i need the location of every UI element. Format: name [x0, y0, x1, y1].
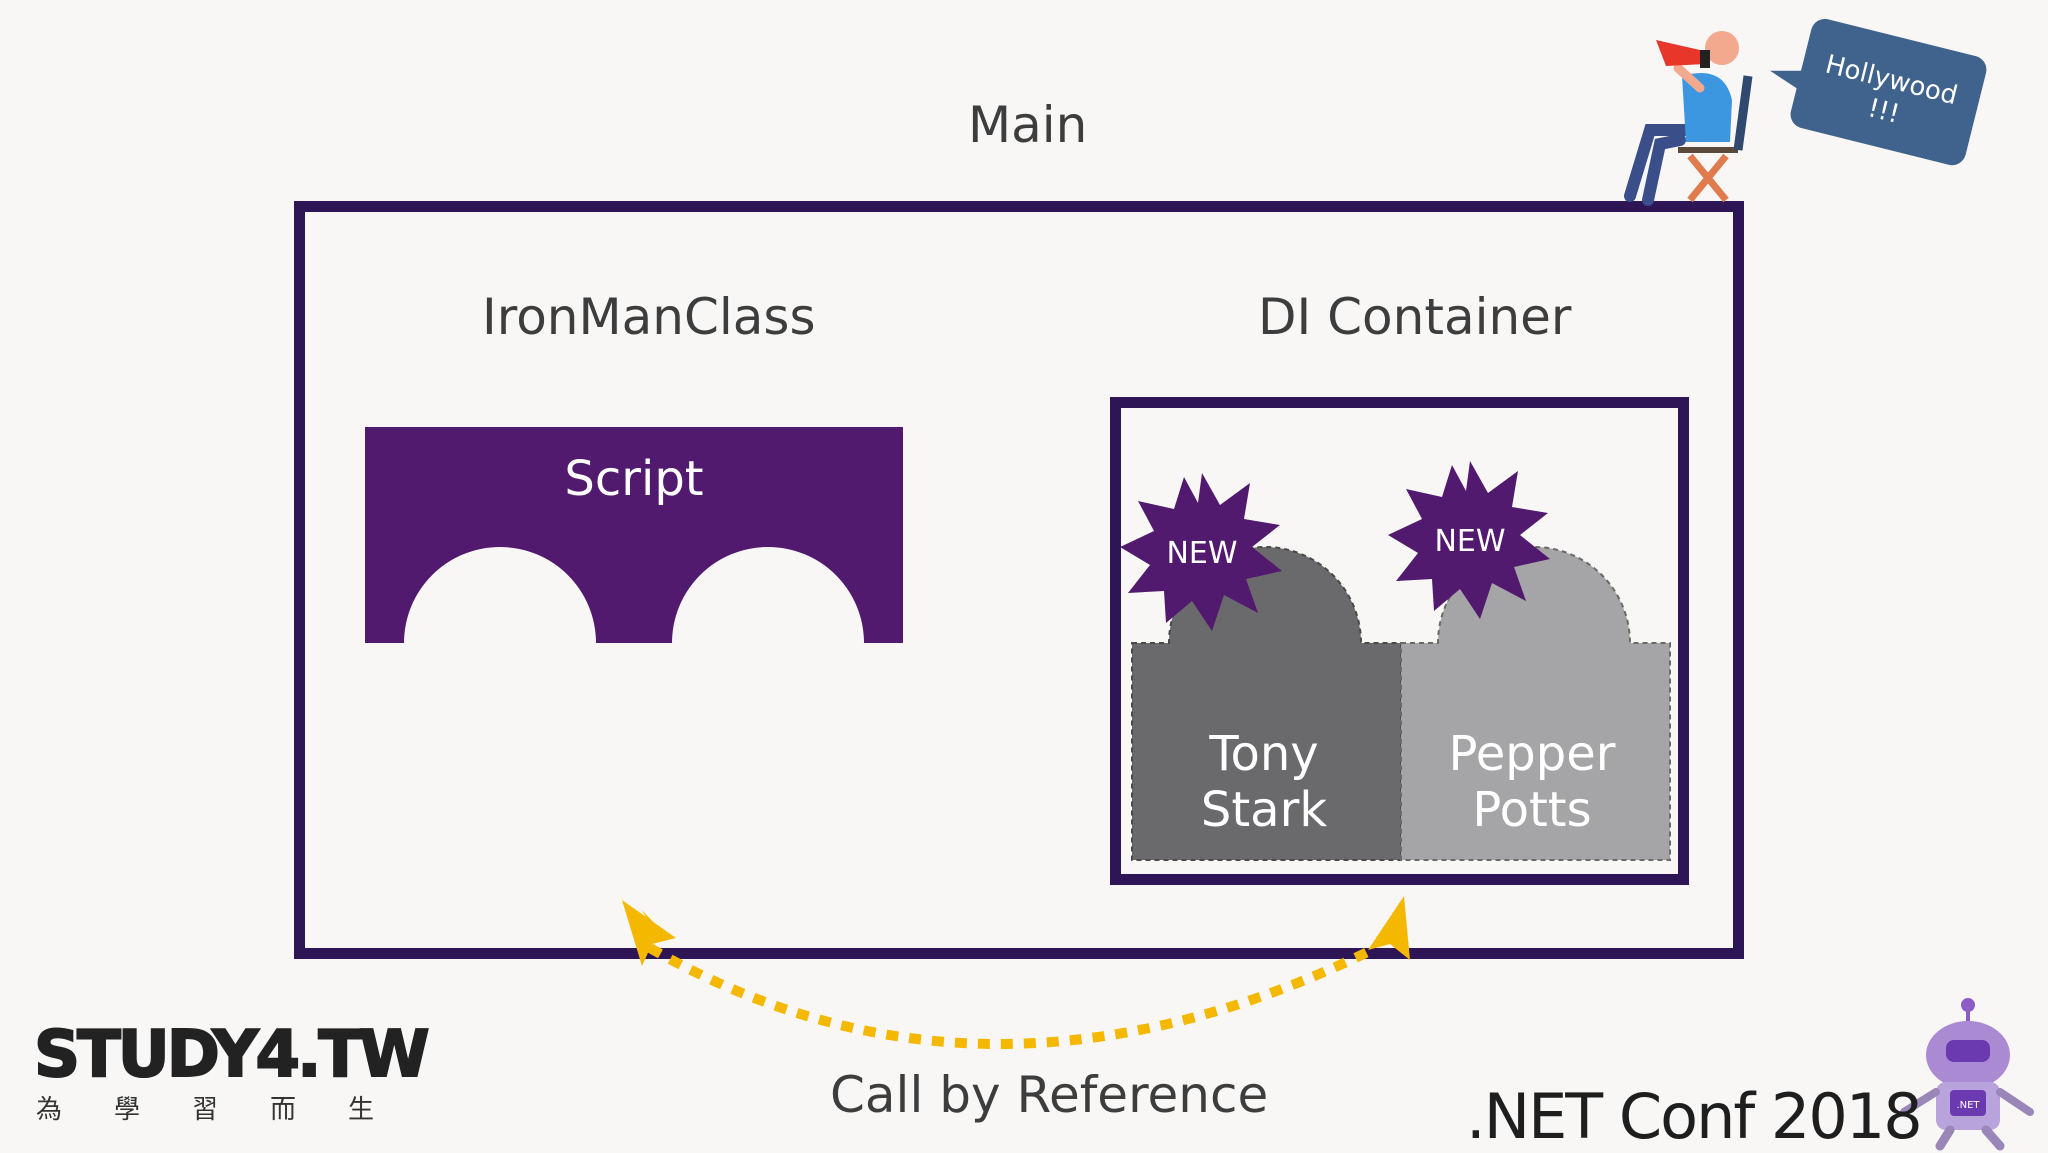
pepper-line1: Pepper — [1449, 726, 1616, 782]
script-block: Script — [365, 427, 903, 643]
tony-line1: Tony — [1208, 726, 1318, 782]
study4-tagline-1: 為 — [36, 1095, 62, 1125]
di-container-label: DI Container — [1258, 288, 1572, 346]
di-container-box — [1110, 397, 1689, 885]
pepper-line2: Potts — [1472, 782, 1591, 838]
study4-tagline-4: 而 — [270, 1095, 296, 1125]
script-label: Script — [564, 451, 703, 507]
pepper-potts-piece: Pepper Potts — [1400, 546, 1671, 861]
study4-tagline-3: 習 — [192, 1095, 218, 1125]
tony-stark-piece: Tony Stark — [1131, 546, 1402, 861]
call-by-reference-label: Call by Reference — [830, 1066, 1269, 1124]
study4-tagline-5: 生 — [348, 1095, 374, 1125]
tony-line2: Stark — [1201, 782, 1327, 838]
main-label: Main — [968, 96, 1088, 154]
director-icon — [1624, 31, 1753, 206]
starburst-icon: NEW — [1388, 461, 1550, 619]
speech-line2: !!! — [1865, 93, 1903, 130]
new-badge-2: NEW — [1434, 524, 1505, 559]
megaphone-icon — [1656, 40, 1710, 68]
mascot-badge: .NET — [1956, 1100, 1980, 1111]
new-badge-1: NEW — [1166, 536, 1237, 571]
study4-tagline-2: 學 — [114, 1095, 140, 1125]
call-by-reference-arrow — [622, 896, 1410, 1049]
starburst-icon: NEW — [1120, 473, 1282, 631]
speech-bubble-icon: Hollywood !!! — [1770, 18, 1987, 166]
study4-logo: STUDY4.TW 為 學 習 而 生 — [33, 1017, 432, 1125]
robot-mascot-icon: .NET — [1900, 998, 2034, 1151]
arrowhead-right-icon — [1368, 896, 1410, 960]
ironman-class-label: IronManClass — [482, 288, 816, 346]
net-conf-logo: .NET Conf 2018 — [1466, 1080, 1923, 1153]
study4-wordmark: STUDY4.TW — [34, 1018, 428, 1092]
main-container — [294, 201, 1744, 959]
